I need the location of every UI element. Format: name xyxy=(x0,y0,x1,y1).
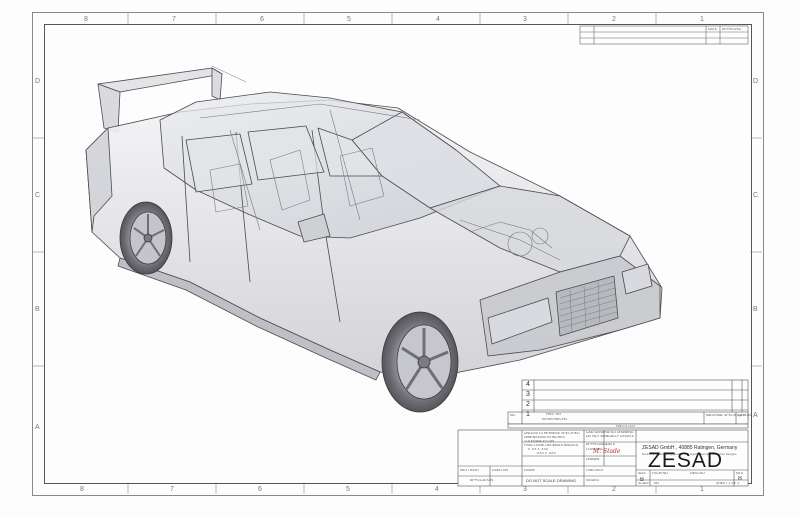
dwg-no-label: DWG NO xyxy=(690,472,705,475)
zone-label-top: 7 xyxy=(172,16,176,23)
zone-label-bottom: 6 xyxy=(258,486,262,493)
zone-row-right: A xyxy=(753,412,758,419)
zone-row-right: D xyxy=(753,78,759,85)
do-not-update-label: DO NOT MANUALLY UPDATE xyxy=(586,435,634,438)
part-no-value: REVIKPARCHO xyxy=(542,418,568,421)
zone-label-bottom: 8 xyxy=(80,486,84,493)
scale-value: NO xyxy=(654,482,660,485)
qty-label: QTY xyxy=(738,414,746,417)
tolerance-values-1: ± .XX ± .XXX xyxy=(528,448,549,451)
approvals-label: APPROVALS xyxy=(586,443,607,446)
zesad-logo: ZESAD xyxy=(648,449,724,472)
company-tagline: Deutsche Entwicklungsgesellschaft Spezia… xyxy=(642,452,737,456)
zone-label-bottom: 3 xyxy=(523,486,527,493)
zone-label-top: 6 xyxy=(260,16,264,23)
checked-label: CHECKED xyxy=(586,469,604,472)
tolerance-values-2: .XXX ± .XXX xyxy=(536,452,556,455)
fractions-label: FRACTIONS DECIMALS ANGLES xyxy=(524,444,579,447)
approvals-date-label: DATE xyxy=(606,443,616,446)
revision-row-number: 2 xyxy=(526,401,530,408)
drawing-border xyxy=(44,24,752,484)
size-label: SIZE xyxy=(638,472,646,475)
zone-label-bottom: 4 xyxy=(435,486,439,493)
issued-label: ISSUED xyxy=(586,479,600,482)
application-label: APPLICATION xyxy=(470,479,493,482)
rev-label: REV xyxy=(736,472,744,475)
contract-label: CONTRACT xyxy=(586,448,606,451)
unless-otherwise-label: UNLESS OTHERWISE SPECIFIED xyxy=(524,432,580,435)
drawn-signature: M. Stade xyxy=(593,448,621,455)
parts-list-label: PARTS LIST xyxy=(616,424,636,428)
fscm-label: FSCM NO xyxy=(652,472,669,475)
sheet-count: SHEET 1 OF 1 xyxy=(716,482,740,485)
revision-row-number: 3 xyxy=(526,391,530,398)
zone-label-bottom: 2 xyxy=(612,486,616,493)
scale-label: SCALE xyxy=(638,482,650,485)
zone-label-top: 5 xyxy=(347,16,351,23)
finish-label: FINISH xyxy=(524,469,536,472)
rev-approved-header: APPROVED xyxy=(722,28,742,31)
zone-row-left: A xyxy=(35,424,40,431)
zone-label-top: 4 xyxy=(436,16,440,23)
no-label: NO xyxy=(510,414,516,417)
cad-generated-label: CAD GENERATED DRAWING xyxy=(586,431,634,434)
zone-label-bottom: 7 xyxy=(170,486,174,493)
rev-date-header: DATE xyxy=(708,28,718,31)
zone-row-left: C xyxy=(35,192,41,199)
material-spec-label: MATERIAL SPECIFICATION xyxy=(706,414,751,417)
rev-value: B xyxy=(738,476,743,482)
zone-label-bottom: 1 xyxy=(700,486,704,493)
used-on-label: USED ON xyxy=(492,469,508,472)
zone-label-top: 8 xyxy=(84,16,88,23)
do-not-scale-label: DO NOT SCALE DRAWING xyxy=(526,479,577,483)
zone-row-right: B xyxy=(753,306,758,313)
zone-label-top: 1 xyxy=(700,16,704,23)
revision-row-number: 4 xyxy=(526,381,530,388)
revision-row-number: 1 xyxy=(526,411,530,418)
dimensions-label: DIMENSIONS IN INCHES xyxy=(524,436,565,439)
next-assy-label: NEXT ASSY xyxy=(460,469,480,472)
company-name: ZESAD GmbH , 40885 Ratingen, Germany xyxy=(642,445,738,451)
drawn-label: DRAWN xyxy=(586,458,600,461)
tolerances-label: TOLERANCES ON xyxy=(524,440,554,443)
zone-label-top: 2 xyxy=(612,16,616,23)
zone-label-bottom: 5 xyxy=(346,486,350,493)
zone-row-right: C xyxy=(753,192,759,199)
outer-frame xyxy=(32,12,764,496)
part-no-label: PART NO xyxy=(546,413,562,416)
size-value: B xyxy=(640,477,645,483)
zone-row-left: D xyxy=(35,78,41,85)
zone-row-left: B xyxy=(35,306,40,313)
zone-label-top: 3 xyxy=(523,16,527,23)
